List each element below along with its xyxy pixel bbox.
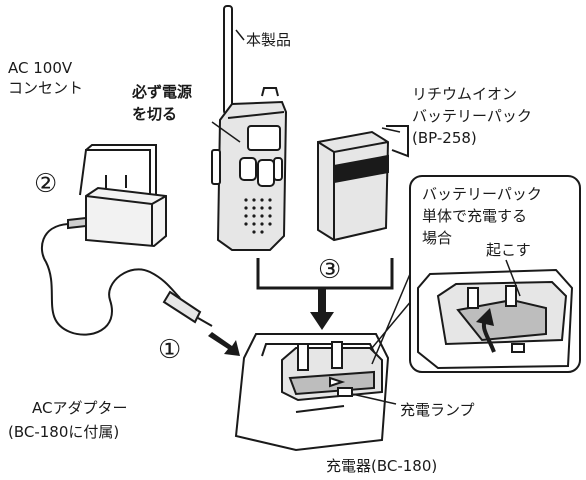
battery-label-line1: リチウムイオン [412,85,518,103]
plug-arrow [208,332,240,356]
step-2-marker: ② [34,169,58,199]
step-3-marker: ③ [318,255,342,285]
battery-leader [381,127,401,133]
charge-lamp-leader [351,393,397,405]
ac-adapter [67,186,167,248]
step-1-marker: ① [158,335,182,365]
adapter-cable [40,223,181,336]
charger [234,333,390,452]
step3-arrow [310,288,334,330]
power-off-label-line1: 必ず電源 [132,83,193,101]
raise-arrowhead [476,308,494,326]
radio-speaker [244,198,272,234]
raise-leader [505,259,521,297]
product-leader [235,29,245,41]
single-charge-label-line3: 場合 [422,229,453,247]
power-off-leader [211,121,241,143]
raise-label: 起こす [486,241,531,259]
charger-label: 充電器(BC-180) [326,457,438,475]
power-off-label-line2: を切る [132,105,178,123]
outlet-label-line2: コンセント [8,79,84,97]
battery-label-line2: バッテリーパック [412,107,532,125]
inset-charger [417,268,574,370]
callout-leader [371,273,413,365]
adapter-label-line2: (BC-180に付属) [8,423,120,441]
dc-plug [162,290,213,327]
battery-label-line3: (BP-258) [412,129,477,147]
single-charge-label-line1: バッテリーパック [422,185,542,203]
adapter-label-line1: ACアダプター [32,399,128,417]
charge-lamp-label: 充電ランプ [400,401,475,419]
outlet-label-line1: AC 100V [8,59,73,77]
single-charge-label-line2: 単体で充電する [422,207,528,225]
product-label: 本製品 [246,31,292,49]
battery-pack [317,125,409,242]
